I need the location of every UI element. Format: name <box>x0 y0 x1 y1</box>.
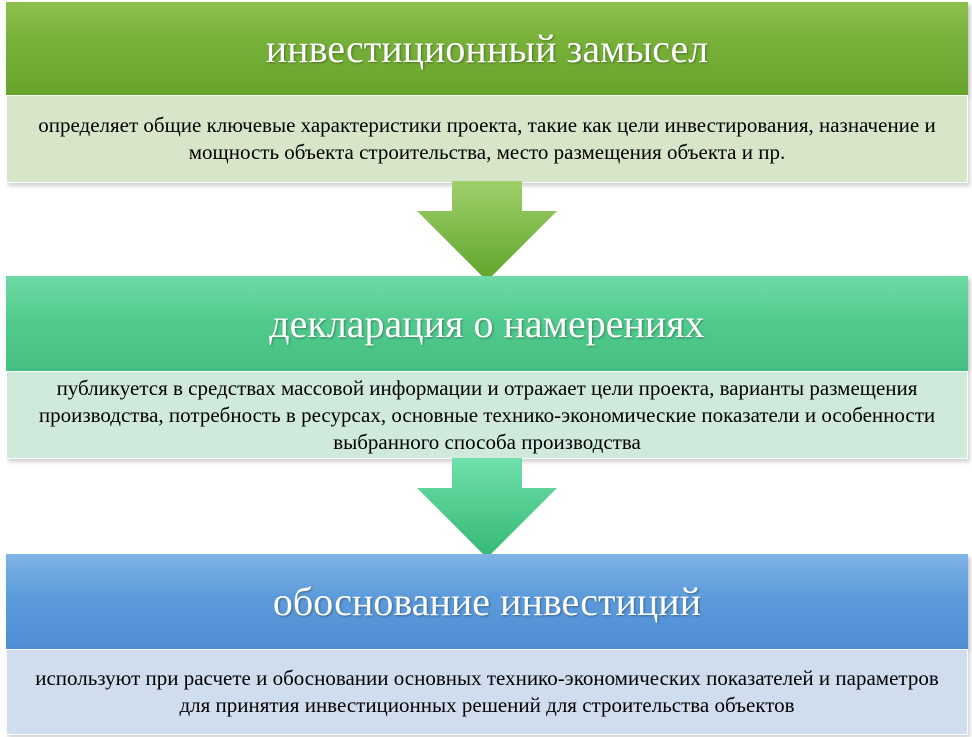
down-arrow-2 <box>417 458 557 558</box>
stage-1-title: инвестиционный замысел <box>265 26 709 71</box>
stage-1-title-bar: инвестиционный замысел <box>6 2 968 95</box>
stage-2-title-bar: декларация о намерениях <box>6 276 968 371</box>
stage-2-title: декларация о намерениях <box>269 301 705 346</box>
stage-3-description-box: используют при расчете и обосновании осн… <box>6 649 968 735</box>
stage-3-title: обоснование инвестиций <box>272 579 702 624</box>
stage-2-description-box: публикуется в средствах массовой информа… <box>6 371 968 459</box>
down-arrow-1 <box>417 181 557 281</box>
stage-1-description-box: определяет общие ключевые характеристики… <box>6 95 968 183</box>
stage-3-description: используют при расчете и обосновании осн… <box>35 666 939 717</box>
stage-2-description: публикуется в средствах массовой информа… <box>38 375 936 454</box>
stage-3-title-bar: обоснование инвестиций <box>6 554 968 649</box>
stage-1-description: определяет общие ключевые характеристики… <box>38 113 936 164</box>
